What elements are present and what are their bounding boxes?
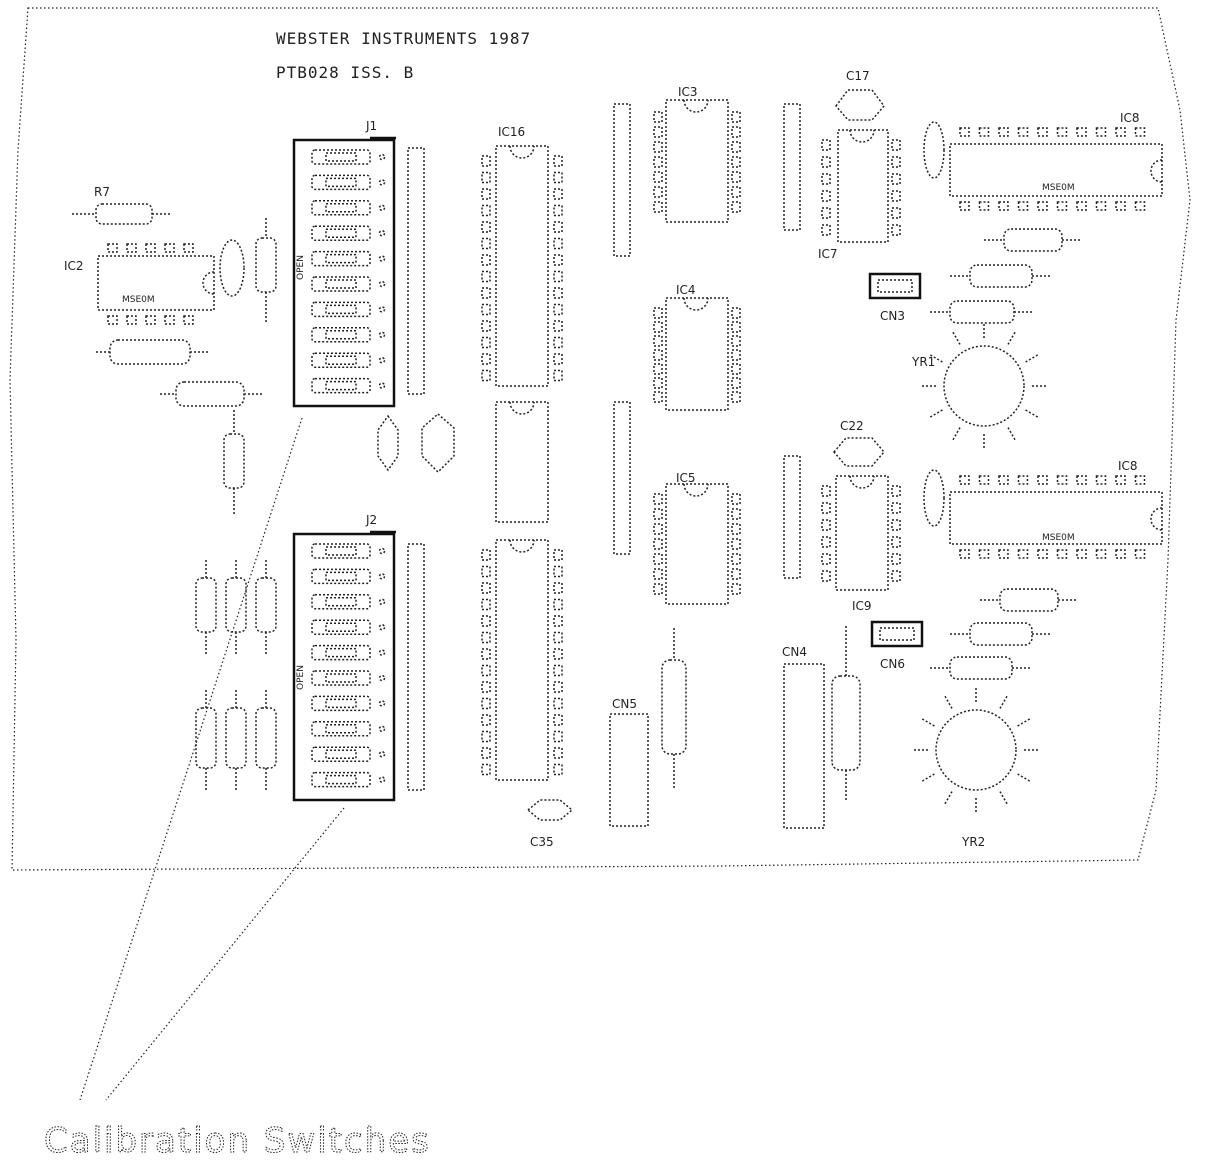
cn6-label: CN6 — [880, 657, 905, 671]
connector-cn5 — [609, 713, 649, 827]
ic7-chip — [821, 129, 901, 243]
resistor — [223, 410, 245, 516]
crystal-yr2 — [912, 686, 1040, 814]
capacitor-c17 — [835, 89, 885, 121]
ic16-label: IC16 — [498, 125, 525, 139]
resistor-bank-right-bottom — [930, 588, 1078, 680]
dip-switch-toggle — [311, 695, 371, 712]
dip-switch-toggle — [311, 670, 371, 686]
connector-cn6 — [870, 620, 924, 648]
resistor-bank-right-top — [930, 228, 1082, 324]
board-outline — [9, 7, 1191, 871]
resistor — [160, 381, 264, 407]
dip-switch-toggle — [311, 200, 371, 216]
c35-label: C35 — [530, 835, 554, 849]
dip-switch-toggle — [311, 644, 371, 661]
resistor-r7 — [72, 203, 172, 225]
dip-switch-toggle — [311, 771, 371, 788]
resistor — [255, 218, 277, 322]
ic9-chip — [821, 475, 901, 591]
dip-switch-j2: OPEN — [292, 530, 396, 802]
header-strip — [783, 103, 801, 231]
dip-switch-toggle — [311, 594, 371, 610]
ic2-chip: MSE0M — [97, 243, 215, 325]
dip-switch-toggle — [311, 149, 371, 165]
ic8b-label: IC8 — [1118, 459, 1138, 473]
ic2-label: IC2 — [64, 259, 84, 273]
dip-switch-toggle — [311, 543, 371, 559]
dip-switch-toggle — [311, 301, 371, 318]
crystal-yr1 — [920, 322, 1048, 450]
dip-switch-toggle — [311, 352, 371, 368]
yr1-label: YR1 — [911, 355, 935, 369]
c22-label: C22 — [840, 419, 864, 433]
ic5-chip — [653, 483, 741, 605]
ic-lower-bank: MSE0M — [949, 475, 1163, 559]
r7-label: R7 — [94, 185, 110, 199]
connector-cn4 — [783, 663, 825, 829]
j1-label: J1 — [365, 119, 377, 133]
dip-switch-toggle — [311, 327, 371, 343]
capacitor — [421, 413, 455, 474]
header-strip — [613, 103, 631, 257]
dip-switch-toggle — [311, 276, 371, 292]
ic10-chip — [481, 539, 563, 781]
connector-cn3 — [868, 272, 922, 300]
calibration-switches-caption: Calibration Switches — [44, 1121, 431, 1161]
svg-text:MSE0M: MSE0M — [1042, 183, 1075, 193]
ic9-label: IC9 — [852, 599, 872, 613]
cn3-label: CN3 — [880, 309, 905, 323]
capacitor — [923, 121, 945, 179]
dip-switch-j1: OPEN — [292, 136, 396, 408]
j2-label: J2 — [365, 513, 377, 527]
capacitor — [377, 414, 399, 472]
dip-open-label-j1: OPEN — [296, 255, 306, 280]
capacitor — [219, 239, 245, 297]
ic16-chip — [481, 145, 563, 387]
resistor-bank — [195, 560, 277, 790]
dip-switch-toggle — [311, 250, 371, 267]
svg-text:MSE0M: MSE0M — [122, 295, 155, 305]
dip-open-label-j2: OPEN — [296, 665, 306, 690]
resistor — [96, 339, 210, 365]
cn4-label: CN4 — [782, 645, 807, 659]
ic3-label: IC3 — [678, 85, 698, 99]
cn5-label: CN5 — [612, 697, 637, 711]
ic-mid — [495, 401, 549, 523]
capacitor — [923, 469, 945, 527]
dip-switch-toggle — [311, 377, 371, 394]
ic3-chip — [653, 99, 741, 223]
ic7-label: IC7 — [818, 247, 838, 261]
c17-label: C17 — [846, 69, 870, 83]
board-title: WEBSTER INSTRUMENTS 1987 — [276, 29, 531, 48]
svg-text:MSE0M: MSE0M — [1042, 533, 1075, 543]
leader-lines — [79, 417, 345, 1101]
ic5-label: IC5 — [676, 471, 696, 485]
yr2-label: YR2 — [961, 835, 985, 849]
capacitor-c35 — [526, 799, 574, 821]
dip-switch-toggle — [311, 721, 371, 737]
header-strip-j2 — [407, 543, 425, 791]
ic8-chip: MSE0M — [949, 127, 1163, 211]
ic4-label: IC4 — [676, 283, 696, 297]
header-strip-j1 — [407, 147, 425, 395]
ic8-label: IC8 — [1120, 111, 1140, 125]
dip-switch-toggle — [311, 225, 371, 241]
dip-switch-toggle — [311, 174, 371, 191]
resistor — [661, 628, 687, 790]
header-strip — [613, 401, 631, 555]
capacitor-c22 — [833, 437, 885, 467]
ic4-chip — [653, 297, 741, 411]
dip-switch-toggle — [311, 619, 371, 635]
header-strip — [783, 455, 801, 579]
dip-switch-toggle — [311, 568, 371, 585]
resistor — [831, 626, 861, 800]
board-revision: PTB028 ISS. B — [276, 63, 414, 82]
dip-switch-toggle — [311, 746, 371, 762]
